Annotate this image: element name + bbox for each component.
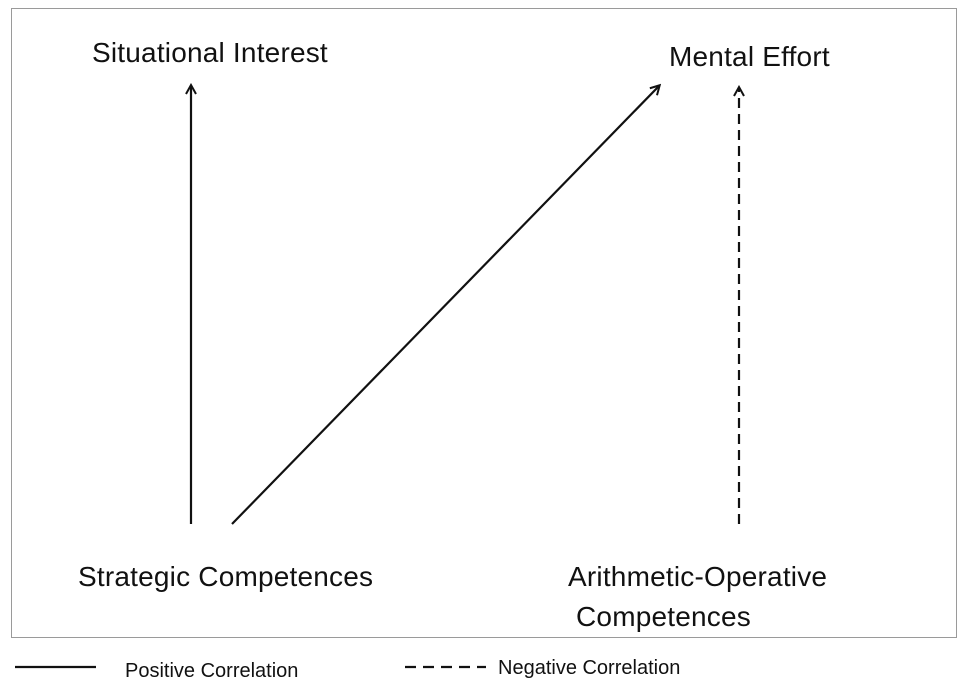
node-arithmetic-operative-line1: Arithmetic-Operative (568, 561, 828, 592)
node-arithmetic-operative-line2: Competences (576, 601, 751, 632)
node-strategic-competences: Strategic Competences (78, 561, 374, 592)
legend-positive-label: Positive Correlation (125, 660, 299, 682)
diagram-frame (11, 8, 957, 638)
node-situational-interest: Situational Interest (92, 37, 328, 68)
legend-negative-label: Negative Correlation (498, 657, 681, 679)
node-mental-effort: Mental Effort (669, 41, 830, 72)
